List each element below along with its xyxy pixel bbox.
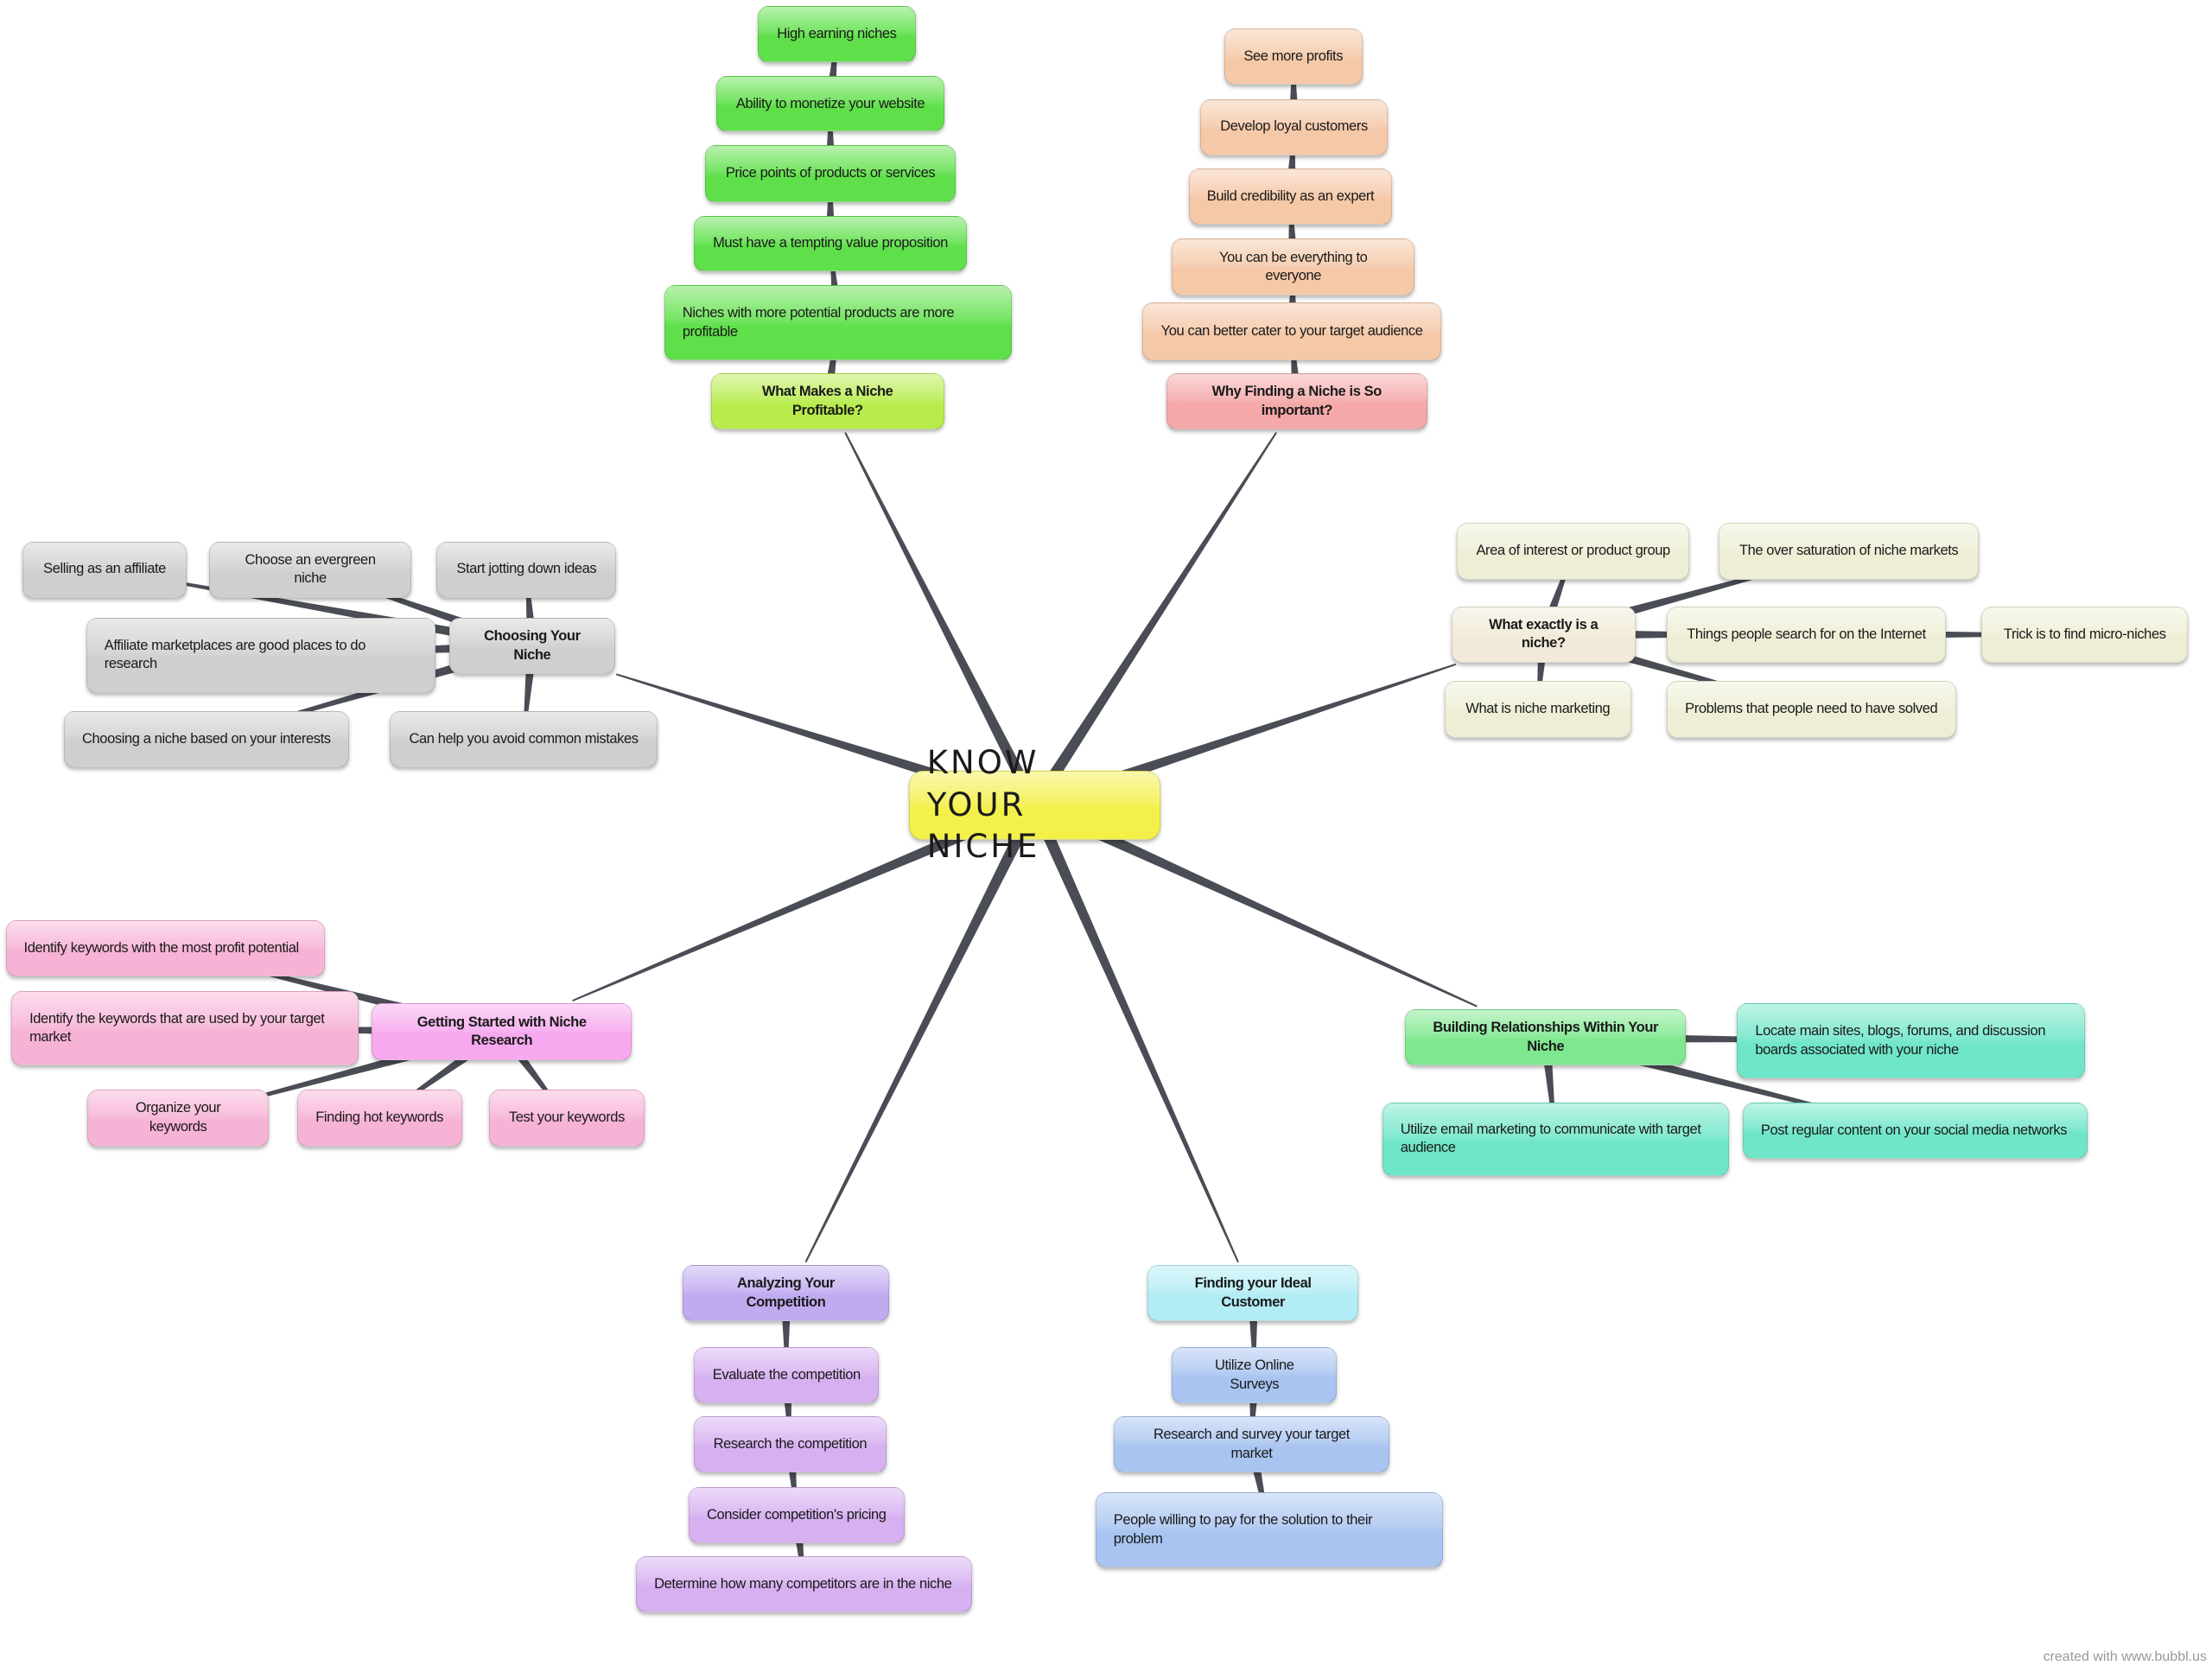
- subtopic-node[interactable]: Can help you avoid common mistakes: [390, 710, 658, 768]
- connector-root-customer: [1028, 802, 1239, 1263]
- node-label: Things people search for on the Internet: [1687, 626, 1926, 642]
- subtopic-node[interactable]: Choose an evergreen niche: [209, 541, 411, 598]
- node-label: What is niche marketing: [1465, 701, 1611, 717]
- topic-important[interactable]: Why Finding a Niche is So important?: [1166, 372, 1428, 430]
- subtopic-node[interactable]: Affiliate marketplaces are good places t…: [86, 617, 435, 693]
- node-label: Niches with more potential products are …: [682, 305, 955, 340]
- subtopic-node[interactable]: Organize your keywords: [87, 1090, 269, 1147]
- subtopic-node[interactable]: Determine how many competitors are in th…: [636, 1555, 973, 1613]
- subtopic-node[interactable]: Utilize email marketing to communicate w…: [1382, 1102, 1729, 1176]
- node-label: Choosing a niche based on your interests: [82, 730, 331, 747]
- node-label: Build credibility as an expert: [1206, 188, 1375, 204]
- node-label: Choose an evergreen niche: [245, 551, 376, 587]
- subtopic-node[interactable]: Price points of products or services: [705, 145, 956, 202]
- topic-profitable[interactable]: What Makes a Niche Profitable?: [710, 372, 944, 430]
- node-label: The over saturation of niche markets: [1738, 543, 1959, 559]
- node-label: Finding your Ideal Customer: [1194, 1275, 1312, 1310]
- node-label: Area of interest or product group: [1476, 543, 1670, 559]
- node-label: Determine how many competitors are in th…: [654, 1575, 952, 1592]
- subtopic-node[interactable]: People willing to pay for the solution t…: [1095, 1492, 1444, 1568]
- node-label: You can be everything to everyone: [1219, 249, 1368, 284]
- node-label: Post regular content on your social medi…: [1760, 1122, 2068, 1138]
- node-label: Utilize email marketing to communicate w…: [1400, 1121, 1701, 1156]
- node-label: Research and survey your target market: [1153, 1427, 1350, 1461]
- topic-competition[interactable]: Analyzing Your Competition: [683, 1265, 889, 1322]
- connector-root-competition: [804, 802, 1040, 1263]
- connector-root-profitable: [844, 432, 1040, 808]
- subtopic-node[interactable]: What is niche marketing: [1444, 681, 1631, 738]
- subtopic-node[interactable]: Finding hot keywords: [296, 1090, 462, 1147]
- topic-what-is[interactable]: What exactly is a niche?: [1451, 606, 1636, 664]
- subtopic-node[interactable]: Research and survey your target market: [1113, 1416, 1389, 1473]
- node-label: Why Finding a Niche is So important?: [1211, 384, 1382, 418]
- subtopic-node[interactable]: Research the competition: [694, 1416, 887, 1473]
- node-label: Identify keywords with the most profit p…: [23, 939, 300, 956]
- node-label: Locate main sites, blogs, forums, and di…: [1755, 1023, 2046, 1058]
- subtopic-node[interactable]: Build credibility as an expert: [1188, 168, 1393, 226]
- subtopic-node[interactable]: Post regular content on your social medi…: [1742, 1102, 2088, 1160]
- node-label: Ability to monetize your website: [735, 95, 925, 111]
- node-label: You can better cater to your target audi…: [1160, 322, 1423, 339]
- node-label: Analyzing Your Competition: [736, 1275, 835, 1310]
- connector-root-relationships: [1032, 799, 1478, 1008]
- subtopic-node[interactable]: Area of interest or product group: [1457, 523, 1689, 580]
- node-label: Consider competition's pricing: [706, 1506, 887, 1523]
- node-label: Utilize Online Surveys: [1214, 1357, 1294, 1392]
- subtopic-node[interactable]: Locate main sites, blogs, forums, and di…: [1737, 1003, 2085, 1079]
- subtopic-node[interactable]: See more profits: [1224, 28, 1363, 86]
- node-label: Price points of products or services: [725, 165, 936, 181]
- subtopic-node[interactable]: Test your keywords: [488, 1090, 645, 1147]
- subtopic-node[interactable]: Evaluate the competition: [694, 1346, 880, 1404]
- node-label: Develop loyal customers: [1220, 118, 1368, 135]
- node-label: Building Relationships Within Your Niche: [1433, 1020, 1659, 1054]
- node-label: Can help you avoid common mistakes: [409, 730, 639, 747]
- node-label: Research the competition: [713, 1436, 868, 1453]
- connector-root-research: [572, 799, 1038, 1002]
- topic-customer[interactable]: Finding your Ideal Customer: [1147, 1265, 1358, 1322]
- node-label: Selling as an affiliate: [43, 561, 166, 577]
- node-label: Getting Started with Niche Research: [416, 1014, 587, 1049]
- subtopic-node[interactable]: Develop loyal customers: [1199, 99, 1389, 156]
- subtopic-node[interactable]: Must have a tempting value proposition: [694, 216, 967, 272]
- node-label: People willing to pay for the solution t…: [1113, 1512, 1373, 1547]
- central-topic[interactable]: KNOW YOUR NICHE: [908, 744, 1160, 865]
- node-label: Organize your keywords: [135, 1100, 221, 1135]
- subtopic-node[interactable]: Niches with more potential products are …: [664, 285, 1013, 361]
- subtopic-node[interactable]: The over saturation of niche markets: [1719, 523, 1980, 580]
- node-label: KNOW YOUR NICHE: [926, 744, 1040, 865]
- subtopic-node[interactable]: Identify keywords with the most profit p…: [5, 919, 326, 977]
- topic-choosing[interactable]: Choosing Your Niche: [449, 617, 615, 675]
- subtopic-node[interactable]: You can be everything to everyone: [1172, 238, 1415, 296]
- subtopic-node[interactable]: Identify the keywords that are used by y…: [11, 990, 359, 1066]
- subtopic-node[interactable]: Problems that people need to have solved: [1666, 681, 1956, 738]
- subtopic-node[interactable]: Start jotting down ideas: [436, 541, 617, 598]
- topic-research[interactable]: Getting Started with Niche Research: [372, 1003, 632, 1060]
- node-label: Evaluate the competition: [712, 1366, 861, 1383]
- node-label: Trick is to find micro-niches: [2003, 626, 2166, 642]
- subtopic-node[interactable]: High earning niches: [757, 5, 916, 62]
- credit-text: created with www.bubbl.us: [2043, 1650, 2207, 1664]
- node-label: Finding hot keywords: [315, 1109, 444, 1126]
- subtopic-node[interactable]: Choosing a niche based on your interests: [63, 710, 350, 768]
- node-label: Problems that people need to have solved: [1685, 701, 1938, 717]
- subtopic-node[interactable]: You can better cater to your target audi…: [1141, 302, 1442, 361]
- node-label: What exactly is a niche?: [1489, 617, 1599, 652]
- topic-relationships[interactable]: Building Relationships Within Your Niche: [1404, 1008, 1687, 1066]
- node-label: Affiliate marketplaces are good places t…: [104, 637, 366, 672]
- subtopic-node[interactable]: Trick is to find micro-niches: [1981, 606, 2189, 664]
- subtopic-node[interactable]: Consider competition's pricing: [688, 1486, 905, 1544]
- subtopic-node[interactable]: Things people search for on the Internet: [1666, 606, 1947, 664]
- subtopic-node[interactable]: Ability to monetize your website: [716, 76, 944, 132]
- subtopic-node[interactable]: Selling as an affiliate: [22, 541, 187, 598]
- node-label: Choosing Your Niche: [484, 628, 581, 663]
- node-label: Test your keywords: [508, 1109, 625, 1126]
- node-label: Must have a tempting value proposition: [713, 235, 948, 251]
- node-label: See more profits: [1243, 48, 1344, 64]
- node-label: Identify the keywords that are used by y…: [29, 1010, 325, 1046]
- subtopic-node[interactable]: Utilize Online Surveys: [1172, 1346, 1338, 1404]
- connector-root-important: [1029, 432, 1277, 809]
- node-label: Start jotting down ideas: [456, 561, 597, 577]
- node-label: High earning niches: [777, 25, 897, 41]
- node-label: What Makes a Niche Profitable?: [762, 384, 893, 418]
